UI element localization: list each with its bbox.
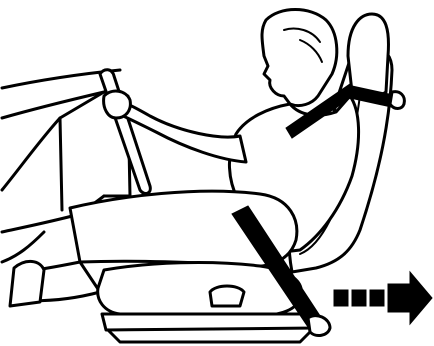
headrest: [348, 14, 388, 97]
steering-wheel: [100, 70, 150, 194]
seat-rail: [102, 314, 316, 342]
seat-adjust-lever: [210, 286, 244, 306]
direction-arrow: [334, 272, 432, 324]
